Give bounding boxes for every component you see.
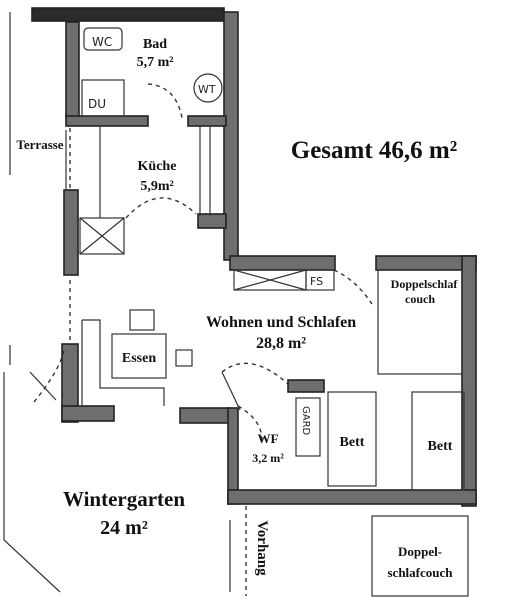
bed-1: [327, 391, 377, 487]
wc-box: [83, 27, 123, 51]
wall-bath-bottom-right: [187, 115, 227, 127]
window-fs-x: [233, 269, 307, 291]
wintergarten-label: Wintergarten: [63, 487, 185, 511]
kueche-label: Küche: [138, 159, 177, 174]
gard-label: GARD: [300, 406, 311, 436]
bett-1-label: Bett: [340, 435, 365, 450]
wall-living-bottom-mid: [179, 407, 231, 424]
du-label: DU: [88, 97, 106, 111]
wall-living-bottom-left: [61, 405, 115, 422]
sofa-outline: [81, 319, 165, 406]
doppelschlafcouch-top-1: Doppelschlaf: [391, 277, 459, 291]
door-kitchen: [125, 197, 197, 219]
fs-label: FS: [310, 275, 323, 288]
wintergarten-area: 24 m²: [100, 517, 148, 539]
chair-2: [175, 349, 193, 367]
wall-top: [31, 7, 225, 22]
door-living: [221, 362, 289, 385]
wall-kitchen-stub: [197, 213, 227, 229]
door-fs: [333, 269, 373, 305]
wall-wf-top: [287, 379, 325, 393]
door-living-leaf: [221, 371, 241, 411]
doppelschlafcouch-bottom-2: schlafcouch: [388, 565, 454, 580]
kitchen-counter: [199, 126, 211, 216]
wall-bottom: [227, 489, 477, 505]
bad-label: Bad: [143, 37, 167, 52]
walls: [31, 7, 477, 507]
wc-label: WC: [92, 35, 112, 49]
dining-table: [111, 333, 167, 379]
gesamt-label: Gesamt 46,6 m²: [291, 137, 458, 164]
chair-1: [129, 309, 155, 331]
wall-left-lower: [61, 343, 79, 423]
doppelschlafcouch-top-2: couch: [405, 292, 435, 306]
fs-box: [305, 269, 335, 291]
wohnen-label: Wohnen und Schlafen: [206, 314, 356, 331]
wardrobe: [295, 397, 321, 457]
shower-box: [81, 79, 125, 117]
wf-label: WF: [258, 431, 279, 446]
outlines: [3, 12, 469, 597]
wall-living-top: [229, 255, 336, 271]
couch-bottom: [371, 515, 469, 597]
wall-bath-left: [65, 21, 80, 119]
kueche-area: 5,9m²: [140, 179, 173, 194]
wall-right: [461, 255, 477, 507]
kitchen-cabinet-x: [79, 217, 125, 255]
wintergarten-outline: [3, 371, 231, 593]
terrasse-label: Terrasse: [16, 137, 63, 152]
vorhang-label: Vorhang: [254, 520, 270, 576]
wt-label: WT: [198, 83, 216, 96]
couch-top: [377, 269, 463, 375]
wall-living-top-right: [375, 255, 477, 271]
bett-2-label: Bett: [428, 439, 453, 454]
essen-label: Essen: [122, 351, 156, 366]
doors: [33, 83, 373, 596]
wall-kitchen-left: [63, 189, 79, 276]
wf-door: [237, 405, 263, 441]
wall-bath-bottom-left: [65, 115, 149, 127]
bed-2: [411, 391, 465, 491]
door-entry-left: [33, 349, 65, 403]
wohnen-area: 28,8 m²: [256, 335, 306, 352]
wf-area: 3,2 m²: [252, 451, 284, 465]
sink: [193, 73, 223, 103]
bad-area: 5,7 m²: [137, 55, 174, 70]
door-bath: [147, 83, 183, 119]
kitchen-cabinet: [79, 217, 125, 255]
doppelschlafcouch-bottom-1: Doppel-: [398, 544, 442, 559]
